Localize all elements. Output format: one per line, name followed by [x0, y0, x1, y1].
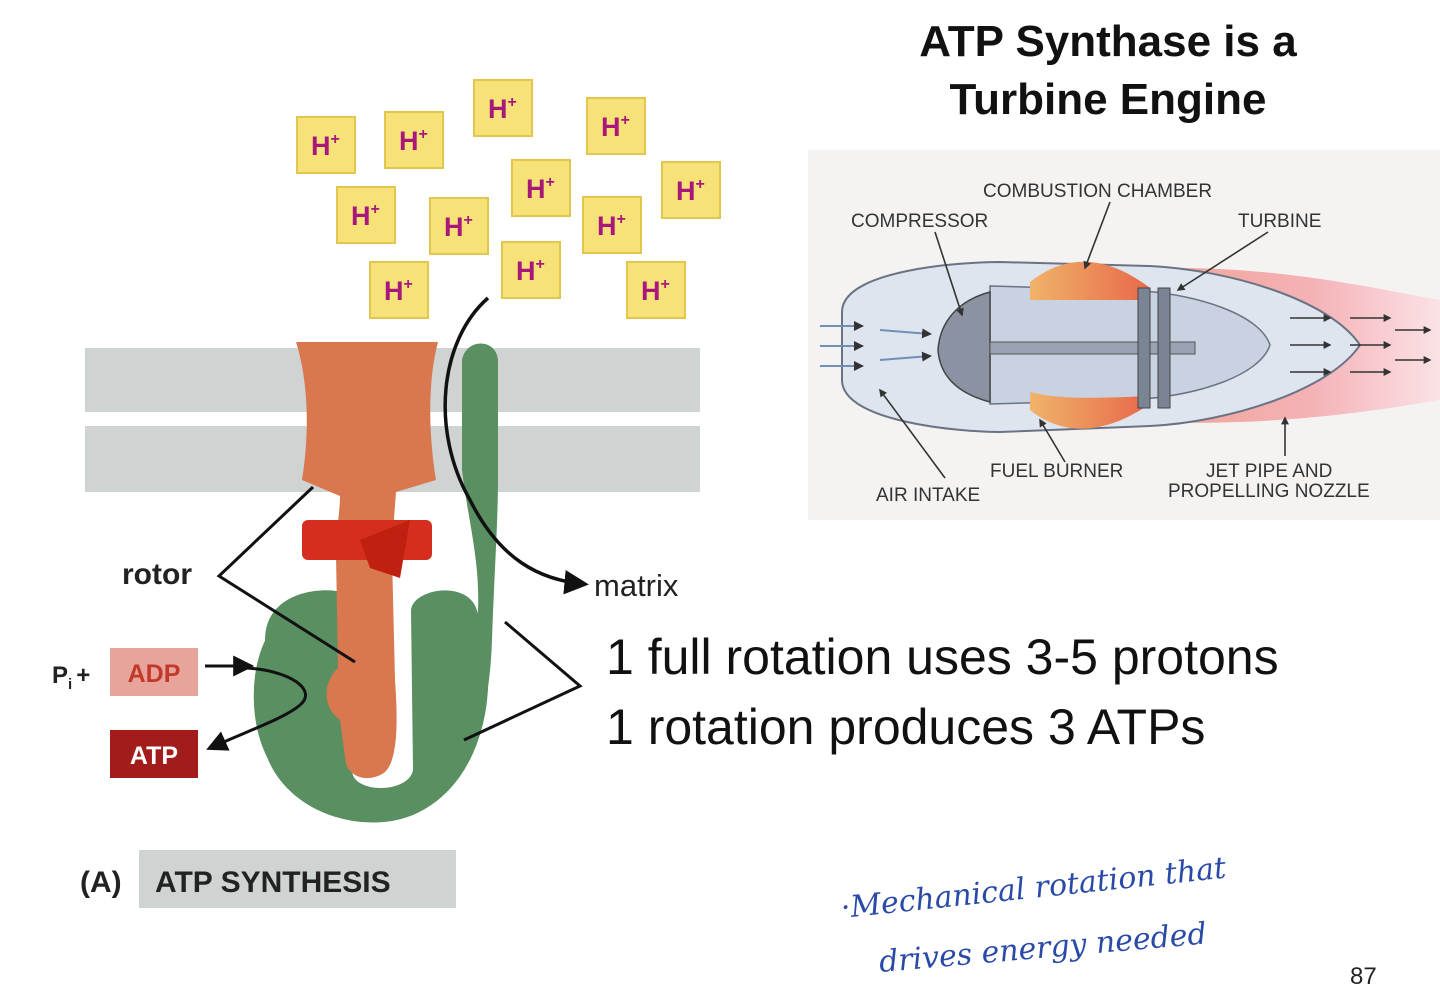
atp-label: ATP	[130, 742, 178, 770]
title-line-1: ATP Synthase is a	[919, 17, 1297, 66]
proton-box	[384, 111, 444, 169]
proton-label: H+	[488, 94, 517, 124]
facts-pointer-lines	[463, 620, 583, 742]
proton-ion: H+	[501, 241, 561, 299]
proton-box	[336, 186, 396, 244]
proton-box	[296, 116, 356, 174]
proton-box	[586, 97, 646, 155]
proton-ion: H+	[582, 196, 642, 254]
proton-label: H+	[676, 176, 705, 206]
proton-box	[473, 79, 533, 137]
rotation-arrow-icon	[360, 520, 410, 578]
proton-box	[429, 197, 489, 255]
label-air-intake: AIR INTAKE	[876, 485, 980, 506]
proton-box	[369, 261, 429, 319]
proton-label: H+	[601, 112, 630, 142]
combustion-flame-top	[1030, 261, 1150, 300]
adp-box	[110, 648, 198, 696]
rotor-label: rotor	[122, 558, 192, 591]
handwritten-note-line-2: drives energy needed	[878, 916, 1208, 980]
label-jet-pipe-1: JET PIPE AND	[1206, 461, 1332, 482]
matrix-label: matrix	[594, 568, 679, 603]
turbine-disc-1	[1137, 287, 1151, 409]
proton-label: H+	[444, 212, 473, 242]
panel-caption-box	[139, 850, 456, 908]
peripheral-stalk	[458, 343, 498, 760]
proton-ion: H+	[511, 159, 571, 217]
proton-label: H+	[399, 126, 428, 156]
label-turbine: TURBINE	[1238, 211, 1321, 232]
proton-box	[511, 159, 571, 217]
proton-label: H+	[351, 201, 380, 231]
proton-label: H+	[526, 174, 555, 204]
proton-ion: H+	[336, 186, 396, 244]
proton-box	[582, 196, 642, 254]
turbine-engine-illustration: COMBUSTION CHAMBER COMPRESSOR TURBINE FU…	[808, 150, 1440, 520]
atp-box	[110, 730, 198, 778]
atp-out-arrow	[206, 666, 307, 751]
proton-flow-arrow	[443, 296, 589, 595]
proton-label: H+	[641, 276, 670, 306]
combustion-flame-bottom	[1030, 392, 1150, 429]
proton-ion: H+	[429, 197, 489, 255]
proton-ion: H+	[473, 79, 533, 137]
proton-ions: H+ H+ H+ H+ H+ H+ H+ H+ H+ H+ H+ H+	[296, 79, 721, 319]
handwritten-note-line-1: ·Mechanical rotation that	[839, 851, 1228, 926]
panel-letter: (A)	[80, 866, 122, 899]
proton-box	[661, 161, 721, 219]
rotor-pointer-lines	[216, 485, 356, 664]
adp-label: ADP	[128, 660, 181, 688]
label-fuel-burner: FUEL BURNER	[990, 461, 1123, 482]
fact-line-1: 1 full rotation uses 3-5 protons	[606, 629, 1279, 685]
proton-box	[626, 261, 686, 319]
proton-label: H+	[597, 211, 626, 241]
atp-synthase-diagram: rotor matrix Pi+ ADP ATP (A) ATP SYNTHES…	[52, 296, 700, 908]
proton-ion: H+	[384, 111, 444, 169]
turbine-disc-2	[1157, 287, 1171, 409]
panel-caption: ATP SYNTHESIS	[155, 866, 391, 899]
label-jet-pipe-2: PROPELLING NOZZLE	[1168, 481, 1370, 502]
proton-ion: H+	[661, 161, 721, 219]
proton-ion: H+	[369, 261, 429, 319]
proton-label: H+	[516, 256, 545, 286]
rotor-shaft	[296, 342, 438, 779]
proton-label: H+	[311, 131, 340, 161]
title-line-2: Turbine Engine	[950, 75, 1267, 124]
page-number: 87	[1350, 963, 1377, 990]
proton-box	[501, 241, 561, 299]
pi-label: Pi+	[52, 662, 90, 693]
proton-ion: H+	[626, 261, 686, 319]
proton-label: H+	[384, 276, 413, 306]
fact-line-2: 1 rotation produces 3 ATPs	[606, 699, 1205, 755]
label-compressor: COMPRESSOR	[851, 211, 988, 232]
proton-ion: H+	[296, 116, 356, 174]
proton-ion: H+	[586, 97, 646, 155]
label-combustion-chamber: COMBUSTION CHAMBER	[983, 181, 1212, 202]
